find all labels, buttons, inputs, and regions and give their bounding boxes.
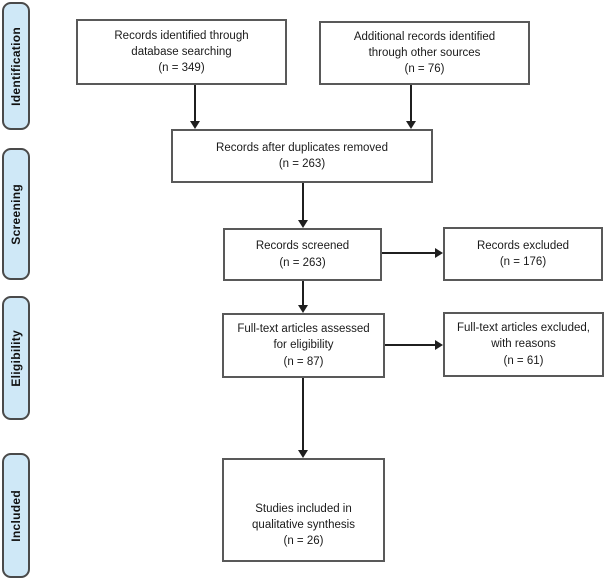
box-records-screened-text: Records screened (n = 263) <box>255 240 350 269</box>
arrow-screened-to-fulltext-line <box>302 281 304 307</box>
arrow-duplicates-to-screened-line <box>302 183 304 222</box>
stage-eligibility-label: Eligibility <box>9 329 23 387</box>
box-fulltext-assessed: Full-text articles assessed for eligibil… <box>222 313 385 378</box>
arrow-fulltext-to-excluded-head <box>435 340 443 350</box>
stage-included: Included <box>2 453 30 578</box>
box-other-sources: Additional records identified through ot… <box>319 21 530 85</box>
stage-included-label: Included <box>9 489 23 542</box>
arrow-duplicates-to-screened-head <box>298 220 308 228</box>
box-after-duplicates: Records after duplicates removed (n = 26… <box>171 129 433 183</box>
arrow-sources-to-duplicates-head <box>406 121 416 129</box>
box-database-records-text: Records identified through database sear… <box>114 29 249 75</box>
box-included-studies-text: Studies included in qualitative synthesi… <box>252 502 355 548</box>
arrow-database-to-duplicates-head <box>190 121 200 129</box>
arrow-sources-to-duplicates-line <box>410 85 412 123</box>
arrow-fulltext-to-included-line <box>302 378 304 452</box>
arrow-screened-to-fulltext-head <box>298 305 308 313</box>
stage-identification-label: Identification <box>9 26 23 106</box>
stage-screening: Screening <box>2 148 30 280</box>
box-fulltext-excluded: Full-text articles excluded, with reason… <box>443 312 604 377</box>
arrow-screened-to-excluded-head <box>435 248 443 258</box>
arrow-database-to-duplicates-line <box>194 85 196 123</box>
box-database-records: Records identified through database sear… <box>76 19 287 85</box>
box-records-excluded-text: Records excluded (n = 176) <box>476 239 570 268</box>
box-fulltext-excluded-text: Full-text articles excluded, with reason… <box>457 322 590 367</box>
box-records-excluded: Records excluded (n = 176) <box>443 227 603 281</box>
box-included-studies: Studies included in qualitative synthesi… <box>222 458 385 562</box>
arrow-fulltext-to-excluded-line <box>385 344 435 346</box>
box-records-screened: Records screened (n = 263) <box>223 228 382 281</box>
arrow-screened-to-excluded-line <box>382 252 437 254</box>
box-other-sources-text: Additional records identified through ot… <box>353 30 496 76</box>
stage-screening-label: Screening <box>9 183 23 245</box>
box-after-duplicates-text: Records after duplicates removed (n = 26… <box>216 141 388 170</box>
box-fulltext-assessed-text: Full-text articles assessed for eligibil… <box>237 323 370 368</box>
stage-eligibility: Eligibility <box>2 296 30 420</box>
arrow-fulltext-to-included-head <box>298 450 308 458</box>
stage-identification: Identification <box>2 2 30 130</box>
